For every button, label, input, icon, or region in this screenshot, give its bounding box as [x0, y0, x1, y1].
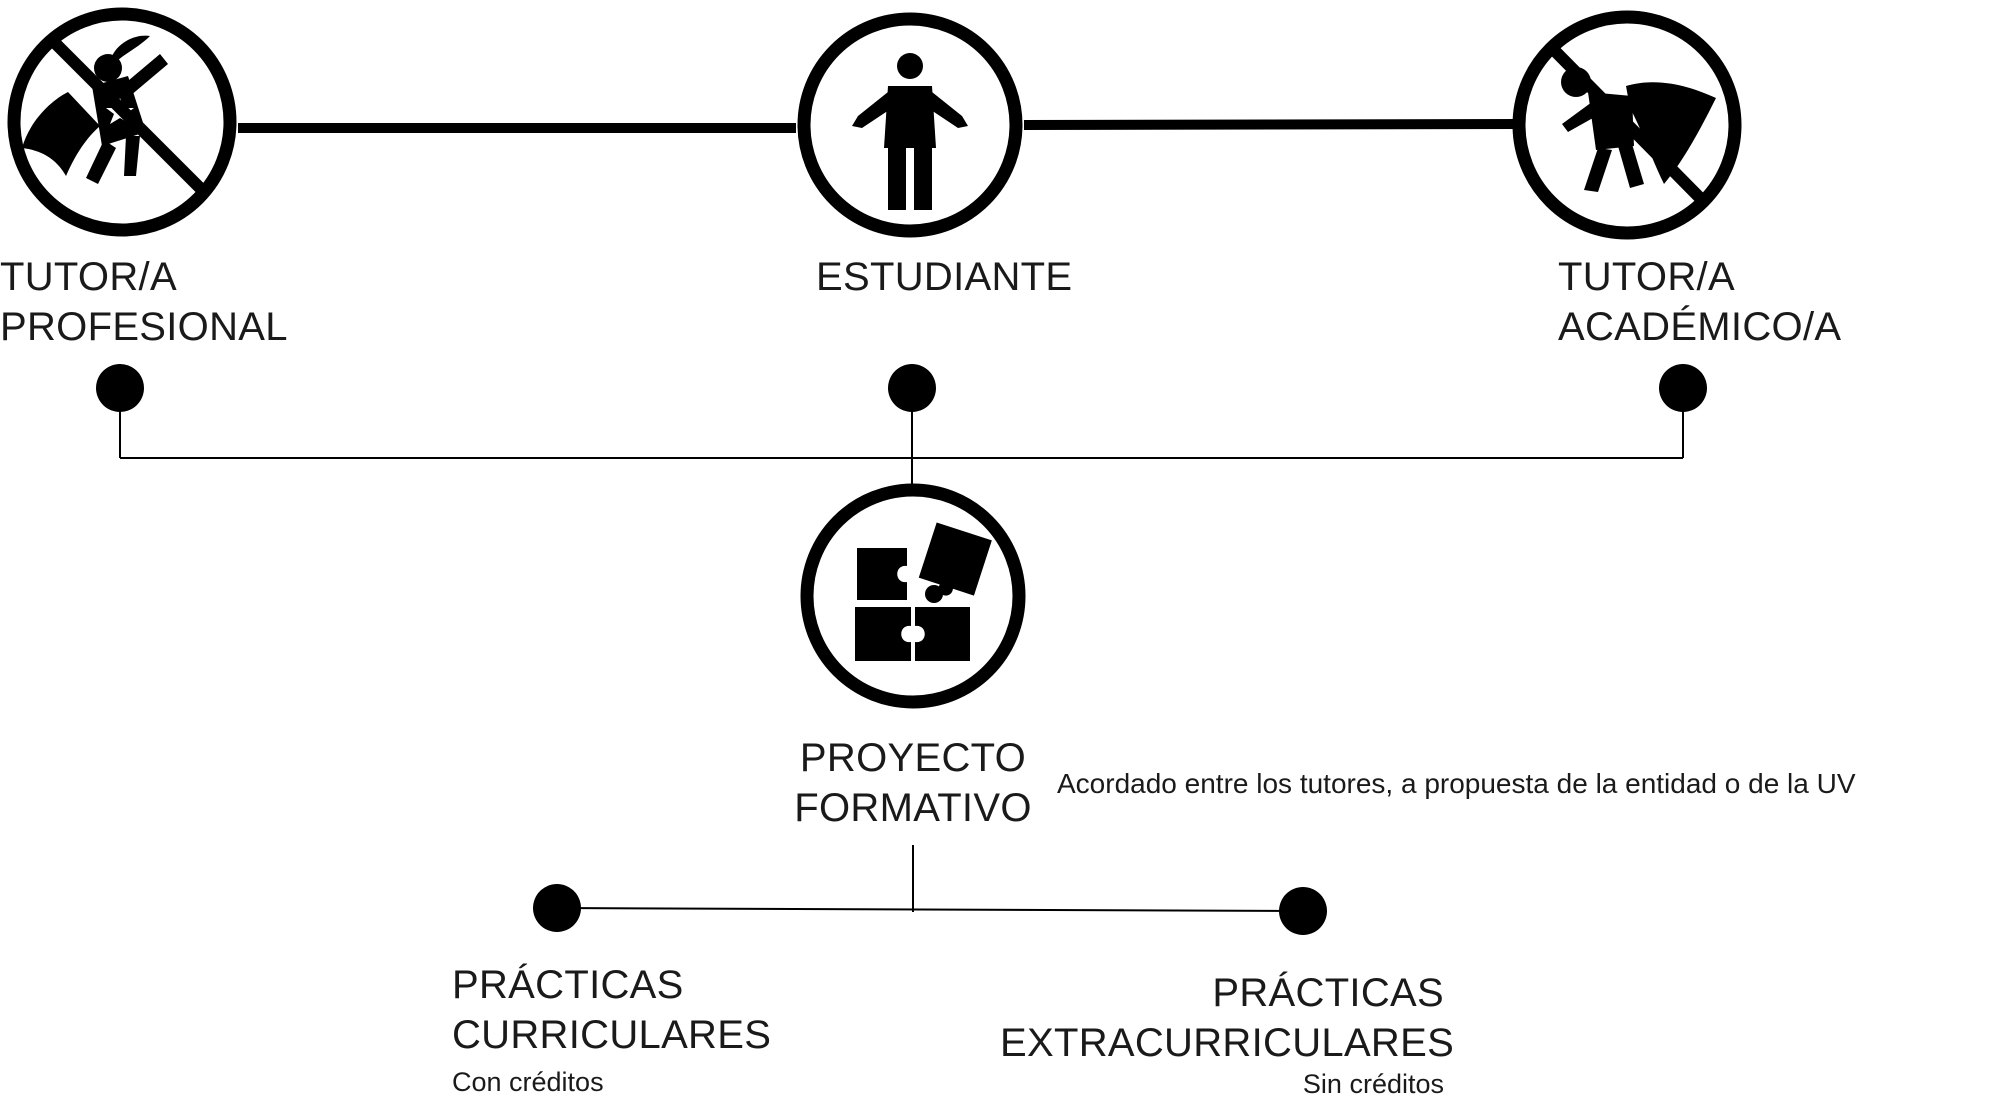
superhero-man-icon	[1512, 10, 1742, 240]
label-tutor-profesional-line1: TUTOR/A	[0, 255, 177, 299]
label-tutor-profesional-line2: PROFESIONAL	[0, 305, 288, 349]
superhero-woman-icon	[7, 7, 237, 237]
label-proyecto-line2: FORMATIVO	[794, 786, 1032, 830]
roles-bracket	[119, 388, 1684, 498]
puzzle-icon	[800, 483, 1026, 709]
label-tutor-academico-text: TUTOR/A ACADÉMICO/A	[1558, 255, 1842, 349]
bullet-extracurriculares	[1279, 887, 1327, 935]
label-tutor-academico: TUTOR/A ACADÉMICO/A	[1558, 252, 1990, 352]
label-estudiante-text: ESTUDIANTE	[816, 255, 1073, 299]
label-tutor-profesional: TUTOR/A PROFESIONAL	[0, 252, 288, 352]
label-curriculares-line1: PRÁCTICAS	[452, 963, 684, 1007]
connector-practicas	[556, 907, 1304, 912]
label-proyecto-line1: PROYECTO	[799, 736, 1027, 780]
label-extracurriculares: PRÁCTICAS EXTRACURRICULARES	[1000, 968, 1455, 1068]
label-proyecto-formativo: PROYECTO FORMATIVO	[793, 733, 1033, 833]
bullet-curriculares	[533, 884, 581, 932]
label-curriculares-line2: CURRICULARES	[452, 1013, 772, 1057]
note-curriculares: Con créditos	[452, 1067, 604, 1097]
note-extracurriculares: Sin créditos	[1302, 1069, 1444, 1099]
note-proyecto: Acordado entre los tutores, a propuesta …	[1057, 768, 1856, 799]
label-extracurriculares-line1: PRÁCTICAS	[1212, 971, 1444, 1015]
label-estudiante: ESTUDIANTE	[816, 252, 1072, 302]
student-person-icon	[797, 12, 1023, 238]
connector-estudiante-tutor-academico	[1023, 119, 1519, 130]
label-extracurriculares-line2: EXTRACURRICULARES	[1000, 1021, 1455, 1065]
label-curriculares: PRÁCTICAS CURRICULARES	[452, 960, 771, 1060]
